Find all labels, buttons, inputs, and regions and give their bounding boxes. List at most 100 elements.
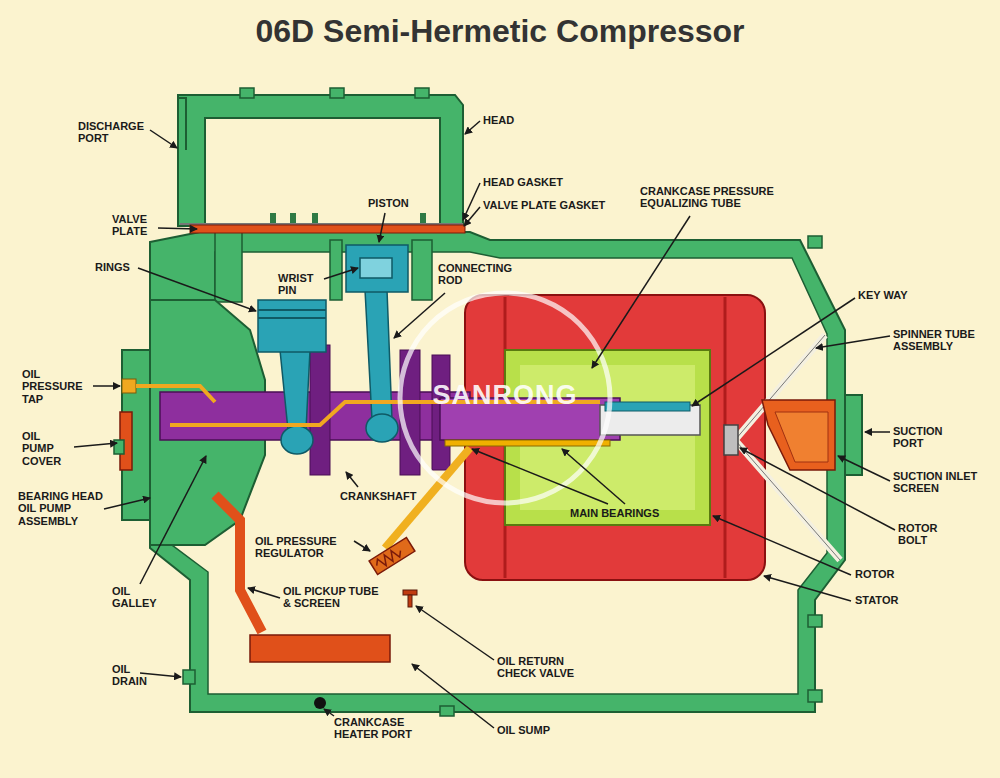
discharge-port bbox=[178, 98, 186, 150]
part-label: OIL PUMP COVER bbox=[22, 430, 72, 467]
leader-line bbox=[692, 298, 855, 406]
part-label: HEAD GASKET bbox=[483, 176, 593, 188]
leader-line bbox=[764, 576, 851, 601]
heater-port bbox=[314, 697, 326, 709]
part-label: HEAD bbox=[483, 114, 543, 126]
leader-line bbox=[816, 336, 890, 348]
oil-pressure-tap bbox=[122, 379, 136, 393]
oil-pickup-screen bbox=[250, 635, 390, 662]
leader-lines bbox=[74, 121, 895, 728]
leader-line bbox=[158, 228, 197, 229]
part-label: CRANKSHAFT bbox=[340, 490, 430, 502]
bolt bbox=[114, 440, 124, 454]
part-label: SUCTION INLET SCREEN bbox=[893, 470, 991, 495]
wrist-pin bbox=[360, 258, 392, 278]
bolt bbox=[330, 88, 344, 98]
part-label: OIL PICKUP TUBE & SCREEN bbox=[283, 585, 383, 610]
part-label: OIL RETURN CHECK VALVE bbox=[497, 655, 587, 680]
bolt bbox=[808, 236, 822, 248]
part-label: ROTOR BOLT bbox=[898, 522, 953, 547]
leader-line bbox=[248, 588, 280, 598]
rod-big-end bbox=[366, 414, 398, 442]
part-label: DISCHARGE PORT bbox=[78, 120, 153, 145]
leader-line bbox=[379, 213, 385, 242]
part-label: OIL PRESSURE TAP bbox=[22, 368, 88, 405]
leader-line bbox=[324, 709, 334, 716]
leader-line bbox=[74, 443, 117, 447]
watermark: SANRONG bbox=[395, 381, 615, 411]
key-way bbox=[605, 402, 690, 411]
leader-line bbox=[104, 498, 150, 509]
bolt bbox=[240, 88, 254, 98]
leader-line bbox=[465, 121, 480, 134]
cylinder-wall bbox=[215, 232, 242, 302]
bolt bbox=[415, 88, 429, 98]
part-label: VALVE PLATE GASKET bbox=[483, 199, 623, 211]
part-label: CRANKCASE PRESSURE EQUALIZING TUBE bbox=[640, 185, 780, 210]
part-label: ROTOR bbox=[855, 568, 915, 580]
leader-line bbox=[463, 183, 480, 220]
main-bearing bbox=[445, 440, 610, 446]
rod-big-end bbox=[281, 426, 313, 454]
valve-bolt bbox=[270, 213, 276, 223]
part-label: OIL SUMP bbox=[497, 724, 577, 736]
part-label: CRANKCASE HEATER PORT bbox=[334, 716, 439, 741]
part-label: RINGS bbox=[95, 261, 145, 273]
spinner-tube bbox=[735, 335, 840, 560]
leader-line bbox=[740, 448, 895, 530]
leader-line bbox=[592, 216, 690, 368]
leader-line bbox=[838, 456, 890, 481]
valve-bolts bbox=[270, 213, 426, 223]
valve-bolt bbox=[420, 213, 426, 223]
leader-line bbox=[472, 449, 608, 504]
valve-bolt bbox=[312, 213, 318, 223]
bolt bbox=[440, 706, 454, 716]
housing-body bbox=[122, 232, 845, 712]
diagram-title: 06D Semi-Hermetic Compressor bbox=[0, 14, 1000, 49]
check-valve bbox=[403, 590, 417, 595]
part-label: CONNECTING ROD bbox=[438, 262, 528, 287]
suction-screen-mesh bbox=[775, 412, 828, 462]
leader-line bbox=[346, 472, 358, 487]
part-label: BEARING HEAD OIL PUMP ASSEMBLY bbox=[18, 490, 114, 527]
check-valve bbox=[408, 595, 412, 607]
part-label: STATOR bbox=[855, 594, 915, 606]
suction-inlet-screen bbox=[762, 400, 835, 470]
leader-line bbox=[464, 207, 480, 226]
part-label: SUCTION PORT bbox=[893, 425, 957, 450]
crank-web bbox=[310, 345, 330, 475]
spinner-tube bbox=[735, 335, 840, 560]
valve-plate bbox=[190, 225, 465, 233]
leader-line bbox=[865, 431, 890, 433]
leader-line bbox=[416, 606, 494, 660]
cylinder-wall bbox=[330, 240, 342, 300]
rotor-bolt bbox=[724, 425, 738, 455]
part-label: SPINNER TUBE ASSEMBLY bbox=[893, 328, 991, 353]
cylinder-wall bbox=[412, 240, 432, 300]
part-label: OIL GALLEY bbox=[112, 585, 162, 610]
leader-line bbox=[140, 456, 206, 584]
oil-pressure-regulator bbox=[369, 538, 415, 575]
part-label: WRIST PIN bbox=[278, 272, 326, 297]
crankcase-cavity bbox=[172, 252, 827, 694]
leader-line bbox=[713, 516, 851, 575]
connecting-rod bbox=[280, 350, 310, 430]
leader-line bbox=[394, 293, 445, 338]
leader-line bbox=[93, 385, 120, 387]
head-chamber bbox=[206, 119, 439, 223]
piston-ring bbox=[258, 309, 326, 311]
part-label: PISTON bbox=[368, 197, 428, 209]
cylinder-head bbox=[178, 95, 463, 226]
regulator-spring bbox=[374, 546, 403, 569]
part-label: KEY WAY bbox=[858, 289, 928, 301]
regulator-body bbox=[369, 538, 415, 575]
bolt bbox=[808, 615, 822, 627]
part-label: VALVE PLATE bbox=[112, 213, 167, 238]
bolt bbox=[183, 670, 195, 684]
oil-pickup-tube bbox=[215, 495, 262, 632]
piston-ring bbox=[258, 317, 326, 319]
piston bbox=[258, 300, 326, 352]
leader-line bbox=[562, 449, 625, 504]
leader-line bbox=[138, 268, 256, 311]
